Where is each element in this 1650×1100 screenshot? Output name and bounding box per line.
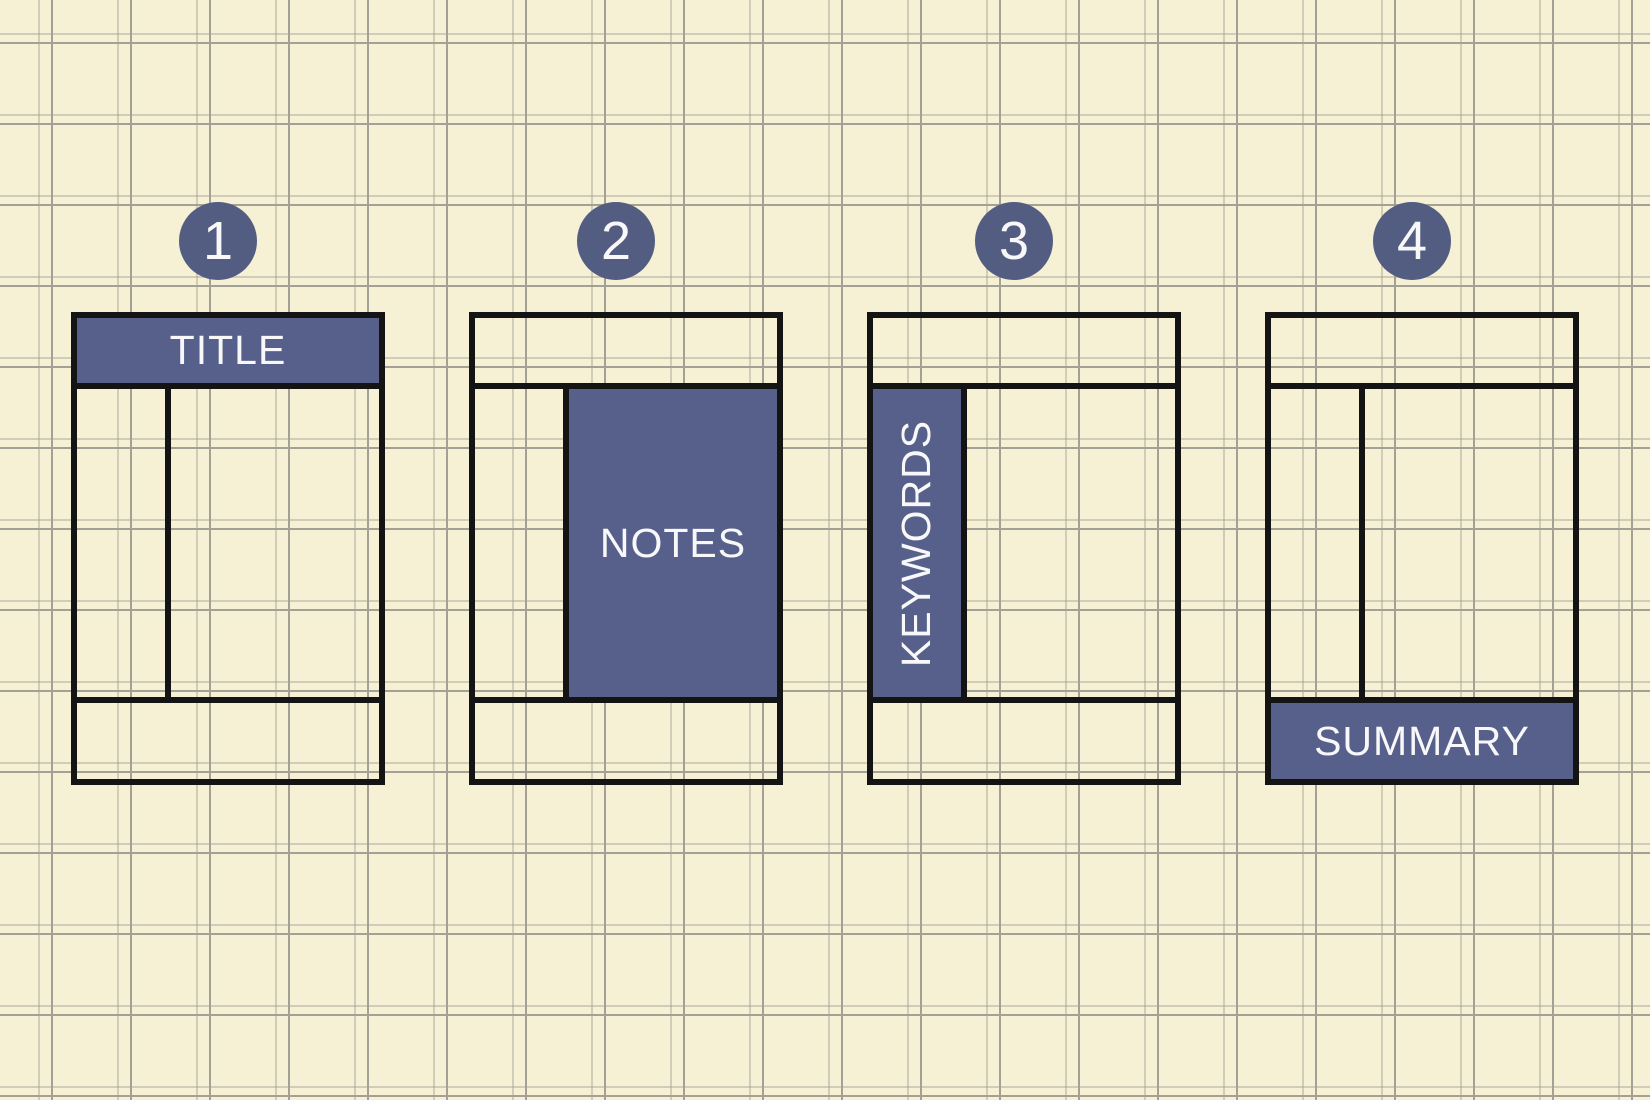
step-3-number: 3 bbox=[998, 211, 1030, 271]
step-4-cue-column bbox=[1271, 389, 1365, 697]
step-4-summary-region: SUMMARY bbox=[1271, 697, 1573, 779]
step-1-notes-area bbox=[171, 389, 379, 697]
step-2-notes-area: NOTES bbox=[569, 389, 777, 697]
step-1-cue-column bbox=[77, 389, 171, 697]
step-2-body: NOTES bbox=[475, 389, 777, 697]
step-4-badge: 4 bbox=[1373, 202, 1451, 280]
step-2-summary-region bbox=[475, 697, 777, 779]
step-4-number: 4 bbox=[1396, 211, 1428, 271]
keywords-label: KEYWORDS bbox=[893, 419, 940, 667]
step-3-notes-area bbox=[967, 389, 1175, 697]
title-label: TITLE bbox=[169, 327, 287, 373]
step-1-title-bar-region: TITLE bbox=[77, 318, 379, 389]
step-4-page-layout: SUMMARY bbox=[1265, 312, 1579, 785]
step-3-cue-column: KEYWORDS bbox=[873, 389, 967, 697]
step-2-number: 2 bbox=[600, 211, 632, 271]
notes-label: NOTES bbox=[599, 519, 747, 566]
step-1-page-layout: TITLE bbox=[71, 312, 385, 785]
step-3-page-layout: KEYWORDS bbox=[867, 312, 1181, 785]
step-3-title-bar-region bbox=[873, 318, 1175, 389]
step-3-badge: 3 bbox=[975, 202, 1053, 280]
step-2-cue-column bbox=[475, 389, 569, 697]
step-1-body bbox=[77, 389, 379, 697]
step-1-number: 1 bbox=[202, 211, 234, 271]
step-2-badge: 2 bbox=[577, 202, 655, 280]
step-3-summary-region bbox=[873, 697, 1175, 779]
step-1-badge: 1 bbox=[179, 202, 257, 280]
step-4-notes-area bbox=[1365, 389, 1573, 697]
step-4-title-bar-region bbox=[1271, 318, 1573, 389]
step-4-body bbox=[1271, 389, 1573, 697]
step-1-summary-region bbox=[77, 697, 379, 779]
step-2-page-layout: NOTES bbox=[469, 312, 783, 785]
step-2-title-bar-region bbox=[475, 318, 777, 389]
summary-label: SUMMARY bbox=[1314, 717, 1530, 764]
step-3-body: KEYWORDS bbox=[873, 389, 1175, 697]
